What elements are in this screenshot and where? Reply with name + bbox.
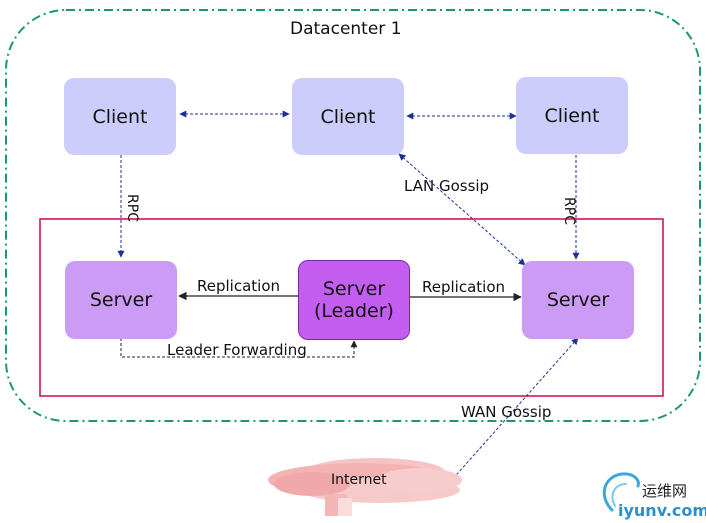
rpc-right-label: RPC	[560, 197, 577, 225]
client-node-left: Client	[64, 78, 176, 155]
wan-gossip-label: WAN Gossip	[461, 403, 552, 421]
wan-gossip-link	[449, 337, 579, 483]
replication-left-label: Replication	[197, 277, 281, 295]
watermark-logo-icon	[602, 472, 640, 512]
server-group-box	[39, 218, 664, 397]
leader-label-line2: (Leader)	[314, 300, 394, 322]
server-node-leader: Server (Leader)	[298, 260, 410, 340]
server-node-right: Server	[522, 261, 634, 339]
client-node-center: Client	[292, 78, 404, 155]
datacenter-title: Datacenter 1	[290, 19, 402, 39]
internet-label: Internet	[331, 472, 387, 488]
replication-right-label: Replication	[422, 278, 506, 296]
leader-forwarding-path	[120, 338, 358, 358]
datacenter-boundary	[5, 9, 701, 422]
watermark-chinese-text: 运维网	[642, 482, 688, 500]
client-node-right: Client	[516, 77, 628, 154]
rpc-left-label: RPC	[123, 194, 140, 222]
leader-forwarding-label: Leader Forwarding	[167, 341, 307, 359]
internet-cloud-icon	[268, 458, 462, 516]
server-node-left: Server	[65, 261, 177, 339]
watermark-domain-text: iyunv.com	[618, 501, 706, 520]
lan-gossip-link	[398, 153, 526, 266]
lan-gossip-label: LAN Gossip	[404, 177, 490, 195]
leader-label-line1: Server	[322, 278, 386, 300]
